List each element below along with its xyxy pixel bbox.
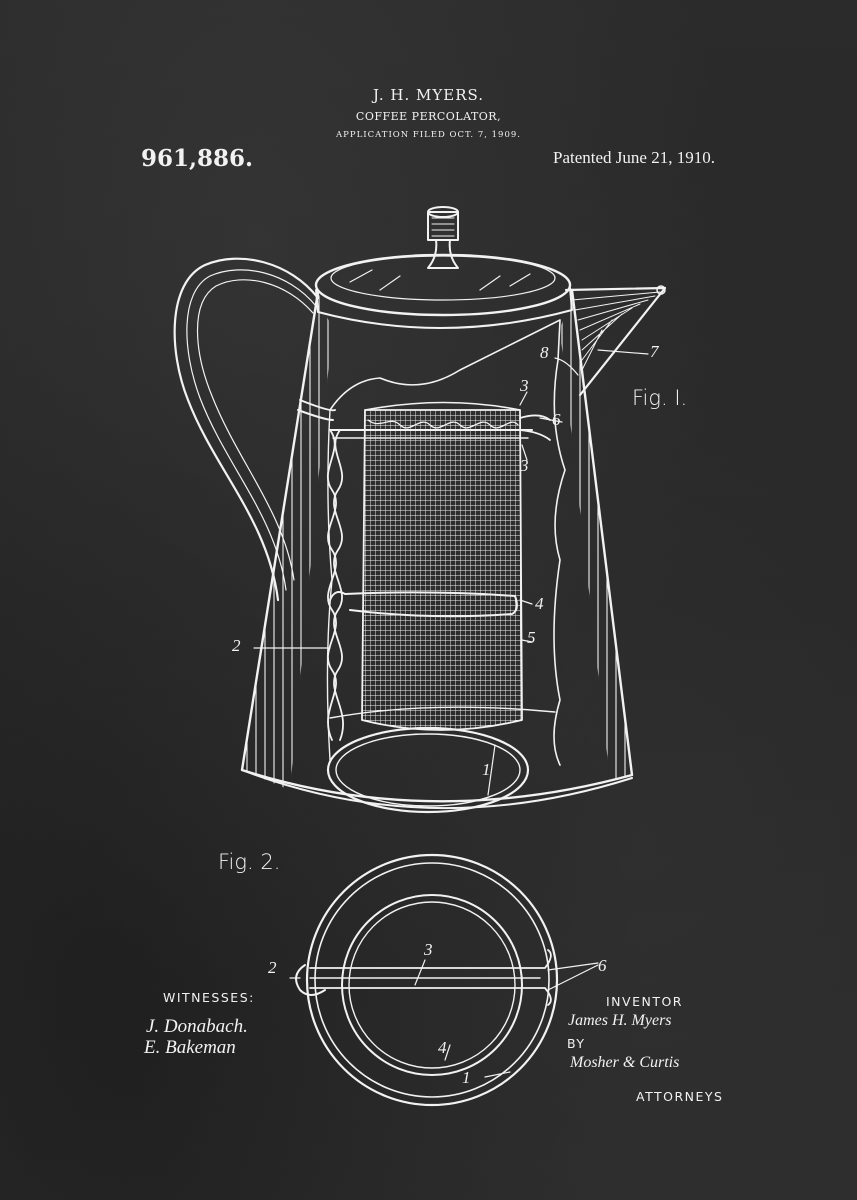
fig2-ref-numeral-4: 4 [438,1038,447,1057]
fig2-ref-numeral-1: 1 [462,1068,471,1087]
fig2-ref-numeral-6: 6 [598,956,607,975]
ref-numeral-3-lower: 3 [520,456,529,475]
by-label: BY [567,1036,586,1051]
fig2-drawing [289,853,599,1107]
application-filed-date: APPLICATION FILED OCT. 7, 1909. [336,130,521,140]
filter-basket [329,401,551,731]
witness-signature-2: E. Bakeman [144,1037,236,1058]
inventor-label: INVENTOR [606,994,683,1009]
ref-numeral-8: 8 [540,343,549,362]
ref-numeral-5: 5 [527,628,536,647]
inventor-name-header: J. H. MYERS. [372,86,485,104]
pot-body [240,288,634,810]
ref-numeral-7: 7 [650,342,659,361]
cutaway-edge [329,319,566,766]
invention-title: COFFEE PERCOLATOR, [355,110,502,123]
fig2-ref-numeral-2: 2 [268,958,277,977]
ref-numeral-6: 6 [552,410,561,429]
ref-numeral-3-top: 3 [520,376,529,395]
figure-2-label: Fig. 2. [218,850,281,874]
leader-lines-fig1 [253,349,649,796]
witnesses-label: WITNESSES: [163,990,255,1005]
lid [314,206,573,329]
witness-signature-1: J. Donabach. [146,1016,248,1037]
attorneys-label: ATTORNEYS [636,1089,724,1104]
ref-numeral-2: 2 [232,636,241,655]
handle [173,257,320,602]
ref-numeral-1: 1 [482,760,491,779]
spout [564,285,667,397]
fig2-ref-numeral-3: 3 [424,940,433,959]
figure-1-label: Fig. I. [632,386,688,410]
ref-numeral-4: 4 [535,594,544,613]
patent-date: Patented June 21, 1910. [553,148,715,167]
attorneys-signature: Mosher & Curtis [570,1054,680,1071]
patent-number: 961,886. [141,145,254,172]
inventor-signature: James H. Myers [568,1012,672,1029]
